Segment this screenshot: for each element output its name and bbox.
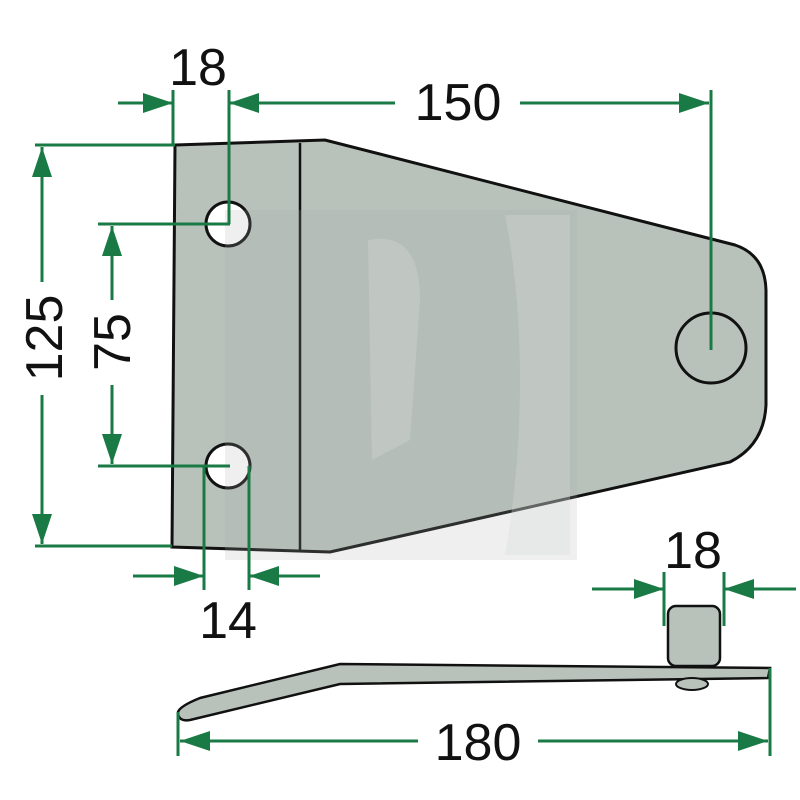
label-overall-length: 180 [435, 714, 522, 772]
dimension-hole-offset-bottom [133, 466, 320, 590]
pin [666, 604, 722, 668]
label-overall-height: 125 [16, 295, 74, 382]
blade-top-view [170, 138, 768, 554]
label-hole-to-end: 150 [415, 74, 502, 132]
dimension-overall-height [32, 143, 175, 548]
label-hole-spacing: 75 [84, 313, 142, 371]
label-pin-width: 18 [664, 522, 722, 580]
label-hole-offset-top: 18 [169, 39, 227, 97]
blade-plate [170, 138, 768, 554]
label-hole-offset-bottom: 14 [199, 592, 257, 650]
dimension-overall-length [176, 668, 772, 756]
dimension-hole-spacing [98, 222, 230, 468]
dimension-pin-width [592, 572, 796, 626]
pin-nut [675, 677, 709, 691]
dimension-hole-to-end [229, 90, 713, 350]
blade-side-view [176, 604, 772, 722]
watermark-logo [225, 210, 577, 560]
blade-profile [176, 662, 772, 722]
